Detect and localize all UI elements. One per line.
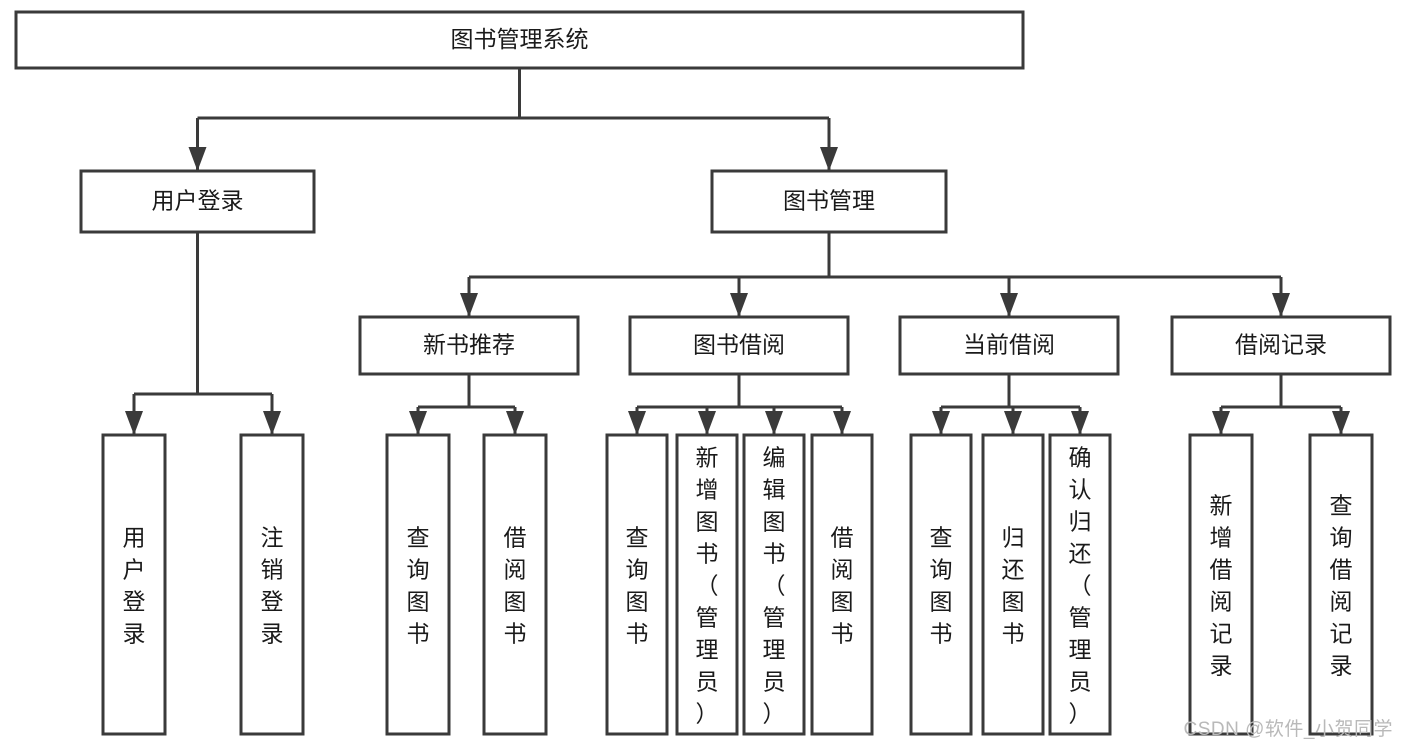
node-leaf-10[interactable]: 确认归还（管理员） xyxy=(1048,433,1112,736)
node-label: 图书管理 xyxy=(783,188,875,214)
node-box xyxy=(239,433,305,736)
arrow-head-icon xyxy=(833,411,851,435)
arrow-head-icon xyxy=(125,411,143,435)
node-label: 借阅记录 xyxy=(1235,332,1327,358)
arrow-head-icon xyxy=(1004,411,1022,435)
node-leaf-11[interactable]: 新增借阅记录 xyxy=(1188,433,1254,736)
node-label: 新书推荐 xyxy=(423,332,515,358)
arrow-head-icon xyxy=(1212,411,1230,435)
connector-layer xyxy=(125,68,1350,435)
arrow-head-icon xyxy=(628,411,646,435)
node-level3-3[interactable]: 借阅记录 xyxy=(1170,315,1392,376)
arrow-head-icon xyxy=(698,411,716,435)
node-box xyxy=(14,10,1025,70)
node-leaf-4[interactable]: 查询图书 xyxy=(605,433,669,736)
node-level2-0[interactable]: 用户登录 xyxy=(79,169,316,234)
node-label: 确认归还（管理员） xyxy=(1069,444,1092,726)
node-box xyxy=(79,169,316,234)
node-box xyxy=(482,433,548,736)
node-box xyxy=(675,433,739,736)
arrow-head-icon xyxy=(932,411,950,435)
node-label: 借阅图书 xyxy=(831,524,854,646)
node-label: 新增借阅记录 xyxy=(1210,492,1233,678)
node-box xyxy=(1308,433,1374,736)
node-label: 查询图书 xyxy=(930,524,953,646)
node-box xyxy=(1188,433,1254,736)
node-box xyxy=(385,433,451,736)
node-box xyxy=(742,433,806,736)
arrow-head-icon xyxy=(1071,411,1089,435)
arrow-head-icon xyxy=(730,293,748,317)
node-level3-2[interactable]: 当前借阅 xyxy=(898,315,1120,376)
arrow-head-icon xyxy=(188,147,207,171)
node-level3-1[interactable]: 图书借阅 xyxy=(628,315,850,376)
node-box xyxy=(605,433,669,736)
arrow-head-icon xyxy=(1000,293,1018,317)
node-level2-1[interactable]: 图书管理 xyxy=(710,169,948,234)
arrow-head-icon xyxy=(506,411,524,435)
node-label: 查询借阅记录 xyxy=(1330,492,1353,678)
node-label: 用户登录 xyxy=(123,524,146,646)
node-label: 借阅图书 xyxy=(504,524,527,646)
node-leaf-8[interactable]: 查询图书 xyxy=(909,433,973,736)
node-label: 查询图书 xyxy=(626,524,649,646)
node-box xyxy=(358,315,580,376)
node-box xyxy=(898,315,1120,376)
node-label: 注销登录 xyxy=(261,524,284,646)
arrow-head-icon xyxy=(460,293,478,317)
node-leaf-6[interactable]: 编辑图书（管理员） xyxy=(742,433,806,736)
node-leaf-1[interactable]: 注销登录 xyxy=(239,433,305,736)
node-label: 图书管理系统 xyxy=(451,26,589,52)
node-label: 图书借阅 xyxy=(693,332,785,358)
arrow-head-icon xyxy=(409,411,427,435)
node-layer: 图书管理系统用户登录图书管理新书推荐图书借阅当前借阅借阅记录用户登录注销登录查询… xyxy=(14,10,1392,736)
node-leaf-3[interactable]: 借阅图书 xyxy=(482,433,548,736)
node-label: 查询图书 xyxy=(407,524,430,646)
node-box xyxy=(810,433,874,736)
node-root-0[interactable]: 图书管理系统 xyxy=(14,10,1025,70)
node-label: 编辑图书（管理员） xyxy=(763,444,786,726)
node-box xyxy=(101,433,167,736)
arrow-head-icon xyxy=(1272,293,1290,317)
node-box xyxy=(1048,433,1112,736)
arrow-head-icon xyxy=(820,147,838,171)
arrow-head-icon xyxy=(765,411,783,435)
node-leaf-12[interactable]: 查询借阅记录 xyxy=(1308,433,1374,736)
node-box xyxy=(981,433,1045,736)
node-level3-0[interactable]: 新书推荐 xyxy=(358,315,580,376)
node-box xyxy=(710,169,948,234)
node-leaf-5[interactable]: 新增图书（管理员） xyxy=(675,433,739,736)
node-leaf-0[interactable]: 用户登录 xyxy=(101,433,167,736)
node-leaf-2[interactable]: 查询图书 xyxy=(385,433,451,736)
node-label: 当前借阅 xyxy=(963,332,1055,358)
arrow-head-icon xyxy=(263,411,281,435)
node-box xyxy=(1170,315,1392,376)
node-box xyxy=(628,315,850,376)
node-box xyxy=(909,433,973,736)
node-label: 新增图书（管理员） xyxy=(696,444,719,726)
node-label: 归还图书 xyxy=(1002,524,1025,646)
node-label: 用户登录 xyxy=(152,188,244,214)
node-leaf-7[interactable]: 借阅图书 xyxy=(810,433,874,736)
node-leaf-9[interactable]: 归还图书 xyxy=(981,433,1045,736)
arrow-head-icon xyxy=(1332,411,1350,435)
